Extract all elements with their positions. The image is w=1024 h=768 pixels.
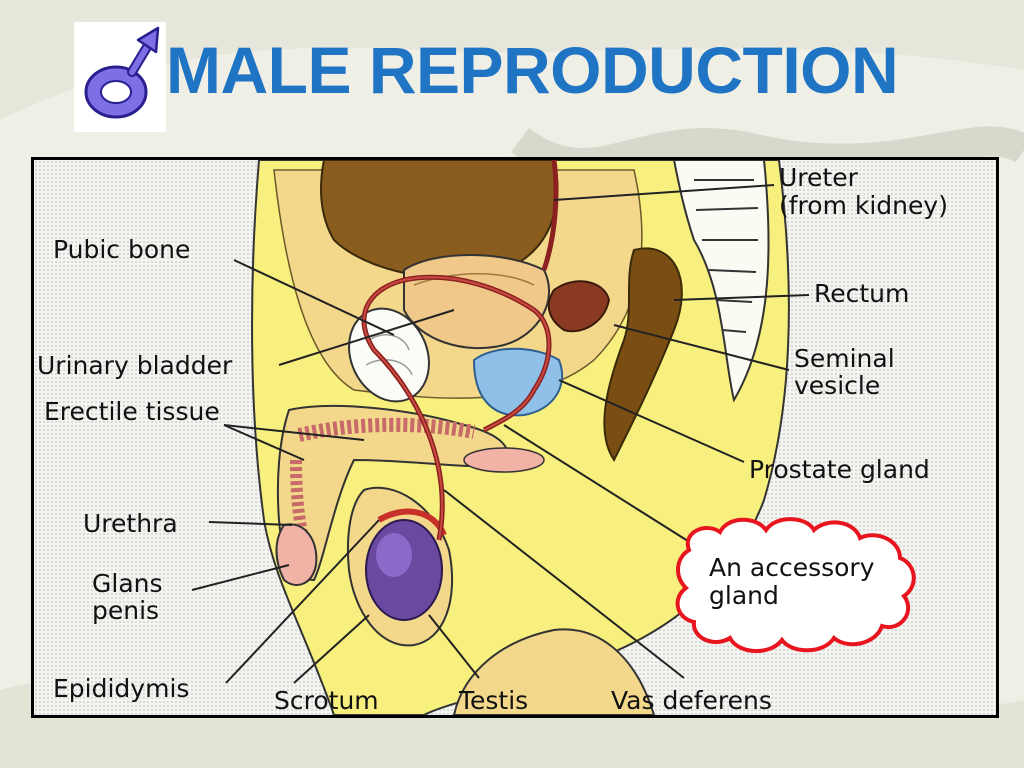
rectum-shape: [603, 247, 683, 462]
callout-text: An accessory gland: [709, 554, 875, 610]
slide-title: MALE REPRODUCTION: [166, 33, 899, 107]
erectile-tissue-shape: [297, 417, 476, 442]
seminal-vesicle-shape: [547, 280, 611, 333]
label-urinary-bladder: Urinary bladder: [37, 351, 233, 380]
label-ureter: Ureter (from kidney): [779, 164, 948, 220]
anatomy-illustration: [191, 160, 916, 715]
callout-line1: An accessory: [709, 553, 875, 582]
callout-cloud-shape: [675, 517, 916, 654]
leader-lines: [191, 184, 810, 684]
label-glans-line2: penis: [92, 596, 160, 625]
label-pubic-bone: Pubic bone: [53, 235, 191, 264]
ureter-shape: [541, 160, 559, 271]
label-glans-penis: Glans penis: [92, 570, 163, 624]
label-seminal-line2: vesicle: [794, 371, 881, 400]
spine-shape: [672, 160, 770, 403]
label-vas-deferens: Vas deferens: [611, 686, 772, 715]
label-scrotum: Scrotum: [274, 686, 379, 715]
label-rectum: Rectum: [814, 279, 910, 308]
label-urethra: Urethra: [83, 509, 178, 538]
label-seminal-vesicle: Seminal vesicle: [794, 345, 895, 399]
label-testis: Testis: [459, 686, 529, 715]
prostate-gland-shape: [472, 347, 564, 417]
label-epididymis: Epididymis: [53, 674, 190, 703]
glans-penis-shape: [275, 523, 318, 586]
callout-line2: gland: [709, 581, 779, 610]
label-ureter-line1: Ureter: [779, 163, 858, 192]
label-glans-line1: Glans: [92, 569, 163, 598]
male-symbol-icon: [74, 22, 166, 132]
label-seminal-line1: Seminal: [794, 344, 895, 373]
anatomy-diagram: Ureter (from kidney) Pubic bone Rectum U…: [31, 157, 999, 718]
urinary-bladder-shape: [403, 254, 550, 349]
label-ureter-line2: (from kidney): [779, 191, 948, 220]
penis-shape: [276, 404, 509, 582]
label-prostate-gland: Prostate gland: [749, 455, 930, 484]
label-erectile-tissue: Erectile tissue: [44, 397, 220, 426]
